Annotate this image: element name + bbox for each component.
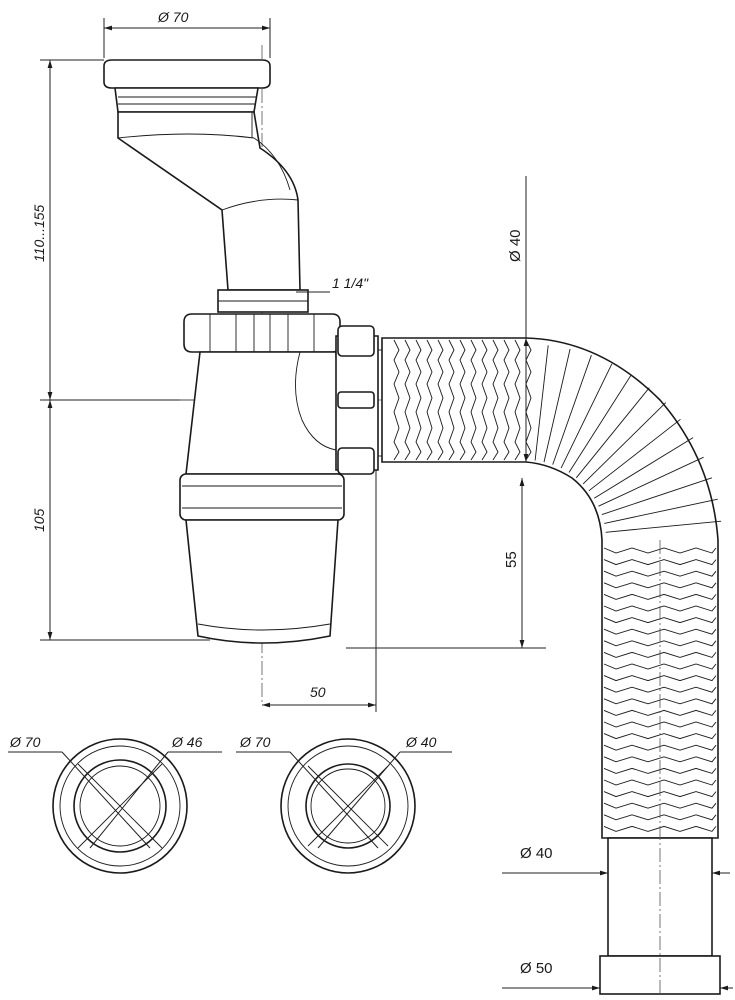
hose-rib (603, 570, 717, 577)
hose-rib (603, 686, 717, 693)
hose-rib (603, 675, 717, 682)
hose-rib (593, 437, 694, 499)
hose-rib (543, 348, 571, 463)
hose-rib (603, 605, 717, 612)
hose-rib (470, 339, 477, 461)
ring-right-inner-label: Ø 40 (405, 734, 437, 750)
hose-rib (601, 477, 713, 516)
hose-rib (603, 744, 717, 751)
bottle-body (179, 351, 345, 644)
hose-rib (437, 339, 444, 461)
hose-rib (415, 339, 422, 461)
hose-rib (603, 802, 717, 809)
hose-rib (459, 339, 466, 461)
hose-rib (603, 721, 717, 728)
offset-label: 50 (310, 684, 326, 700)
hose-rib (598, 456, 704, 507)
hose-rib (603, 663, 717, 670)
hose-rib (582, 402, 667, 485)
hose-rib (393, 339, 400, 461)
hose-rib (603, 814, 717, 821)
hose-end-inner-dimension: Ø 40 (502, 845, 730, 876)
ring-left: Ø 70 Ø 46 (8, 734, 222, 874)
hose-rib (492, 339, 499, 461)
hose-rib (448, 339, 455, 461)
hose-diameter-dimension: Ø 40 (507, 176, 529, 462)
hose-rib (503, 339, 510, 461)
ring-right-outer-label: Ø 70 (239, 734, 271, 750)
hose-rib (481, 339, 488, 461)
thread-label: 1 1/4" (332, 275, 369, 291)
top-diameter-label: Ø 70 (157, 9, 189, 25)
hose-diameter-label: Ø 40 (507, 229, 524, 262)
ring-left-outer-label: Ø 70 (9, 734, 41, 750)
thread-section: 1 1/4" (217, 275, 369, 313)
hose-rib (603, 698, 717, 705)
hose-rib (603, 593, 717, 600)
lower-height-label: 105 (31, 508, 47, 532)
height-adjust-label: 110...155 (31, 204, 47, 262)
hose-rib (552, 355, 592, 465)
hose-rib (603, 825, 717, 832)
hose-rib (603, 582, 717, 589)
hose-rib (603, 791, 717, 798)
ring-right: Ø 70 Ø 40 (236, 734, 452, 874)
hose-rib (605, 520, 722, 533)
hose-height-label: 55 (503, 551, 520, 568)
height-adjust-dimension: 110...155 (31, 59, 104, 400)
hose-rib (603, 733, 717, 740)
hose-end-outer-dimension: Ø 50 (502, 960, 733, 991)
inlet-cap (103, 59, 271, 113)
hose-rib (603, 779, 717, 786)
corrugated-hose (381, 337, 722, 839)
ring-left-inner-label: Ø 46 (171, 734, 203, 750)
hose-rib (426, 339, 433, 461)
offset-dimension: 50 (262, 470, 377, 712)
hose-rib (560, 363, 613, 469)
hose-rib (603, 547, 717, 554)
hose-rib (603, 767, 717, 774)
union-nut (183, 313, 341, 353)
hose-rib (603, 628, 717, 635)
hose-rib (404, 339, 411, 461)
hose-height-dimension: 55 (346, 478, 546, 649)
hose-rib (603, 559, 717, 566)
angled-pipe (117, 111, 301, 291)
hose-rib (603, 617, 717, 624)
hose-rib (603, 640, 717, 647)
hose-rib (575, 387, 650, 479)
hose-rib (603, 709, 717, 716)
hose-rib (534, 345, 549, 461)
hose-rib (568, 374, 632, 473)
hose-rib (514, 339, 521, 461)
hose-rib (603, 756, 717, 763)
hose-end-inner-label: Ø 40 (520, 845, 553, 862)
hose-rib (604, 498, 718, 524)
hose-end-outer-label: Ø 50 (520, 960, 553, 977)
side-outlet-nut (335, 325, 382, 475)
hose-rib (588, 418, 681, 492)
hose-end-fitting (599, 540, 721, 996)
hose-rib (603, 651, 717, 658)
top-diameter-dimension: Ø 70 (103, 9, 271, 58)
